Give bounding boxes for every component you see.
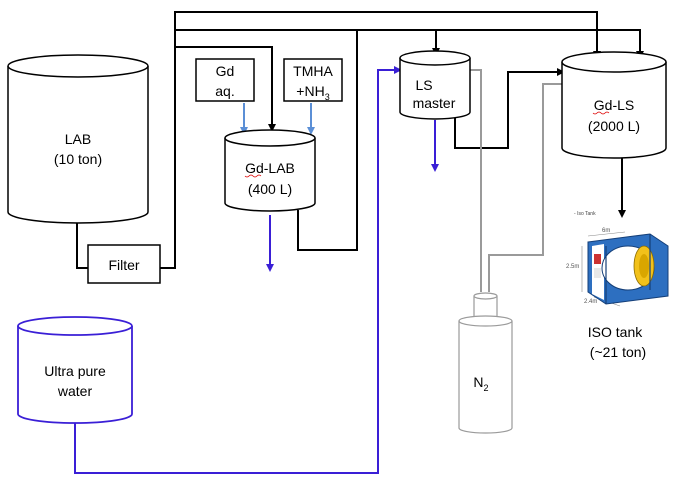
pipe-to-gd-lab	[175, 46, 276, 132]
pipe-water-to-lsmaster	[74, 66, 402, 474]
tmha-line1: TMHA	[293, 63, 333, 79]
tmha-nh: +NH	[296, 83, 324, 99]
iso-dim-height: 2.5m	[566, 264, 579, 270]
water-tank: Ultra pure water	[17, 316, 133, 424]
lab-tank-name: LAB	[65, 131, 91, 147]
water-line1: Ultra pure	[44, 363, 106, 379]
n2-main: N	[473, 374, 483, 390]
n2-cylinder: N2	[458, 292, 513, 434]
water-line2: water	[57, 383, 93, 399]
lab-tank-capacity: (10 ton)	[54, 151, 102, 167]
filter-box: Filter	[87, 244, 161, 284]
ls-master-tank: LS master	[399, 50, 471, 120]
gd-aq-line2: aq.	[215, 83, 234, 99]
tmha-nh-sub: 3	[325, 92, 330, 102]
iso-tank-picture: - Iso Tank 6m 2.5m 2.4m	[566, 211, 669, 307]
gd-ls-capacity: (2000 L)	[588, 118, 640, 134]
pipe-lab-to-filter	[76, 222, 88, 269]
iso-tank-label: ISO tank (~21 ton)	[588, 324, 646, 360]
iso-tank-title: ISO tank	[588, 324, 643, 340]
gd-aq-line1: Gd	[216, 63, 235, 79]
iso-tank-capacity: (~21 ton)	[590, 344, 646, 360]
iso-photo-caption: - Iso Tank	[574, 211, 596, 217]
blue-pipes	[74, 66, 439, 474]
gd-aq-box: Gd aq.	[195, 58, 255, 135]
filter-label: Filter	[108, 257, 139, 273]
ls-master-line2: master	[413, 95, 456, 111]
ls-master-line1: LS	[415, 77, 432, 93]
lab-tank: LAB (10 ton)	[7, 54, 149, 224]
tmha-line2: +NH3	[296, 83, 329, 102]
gd-lab-capacity: (400 L)	[248, 181, 292, 197]
gd-lab-tank: Gd-LAB (400 L)	[224, 129, 316, 212]
black-pipes	[76, 11, 644, 269]
pipe-filter-riser	[160, 11, 601, 269]
n2-label: N2	[473, 374, 488, 393]
pipe-gdlab-to-lsmaster	[297, 30, 358, 251]
iso-dim-width: 2.4m	[584, 299, 597, 305]
gd-lab-spellcheck-mark	[244, 174, 262, 178]
pipe-lsmaster-to-gdls	[454, 68, 565, 149]
iso-dim-length: 6m	[602, 228, 610, 234]
pipe-n2-to-gdls	[488, 83, 578, 292]
pipe-n2-to-lsmaster	[466, 69, 482, 292]
tmha-box: TMHA +NH3	[283, 58, 343, 135]
gd-ls-name: Gd-LS	[594, 97, 634, 113]
gd-ls-spellcheck-mark	[592, 111, 610, 115]
n2-sub: 2	[484, 383, 489, 393]
gd-lab-name: Gd-LAB	[245, 160, 295, 176]
pipe-header-2	[175, 29, 644, 59]
gd-ls-tank: Gd-LS (2000 L)	[561, 51, 667, 159]
